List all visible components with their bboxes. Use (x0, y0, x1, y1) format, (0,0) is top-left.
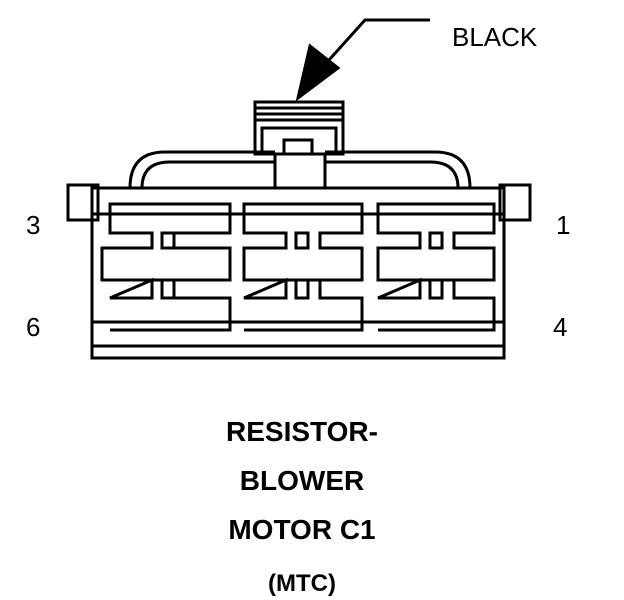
pin-label-bottom-left: 6 (26, 312, 41, 342)
pin-label-bottom-right: 4 (553, 312, 568, 342)
caption-line-2: BLOWER (239, 465, 365, 496)
caption-line-3: MOTOR C1 (228, 514, 376, 545)
left-ear (66, 183, 100, 222)
wire-leader-arrowhead (295, 43, 341, 102)
cavity-upper-3 (376, 202, 496, 282)
wire-leader-line (318, 18, 430, 72)
latch-stem (273, 152, 327, 190)
cavity-upper-1 (100, 202, 232, 282)
pin-label-top-right: 1 (556, 210, 571, 240)
cavity-lower-2 (243, 277, 364, 332)
cavity-upper-2 (242, 202, 364, 282)
lock-tab-slot (282, 138, 314, 156)
cavity-lower-3 (377, 277, 496, 332)
right-ear (498, 183, 532, 222)
wire-color-label: BLACK (452, 22, 538, 52)
caption-line-4: (MTC) (268, 570, 336, 597)
retaining-arch-outer (128, 150, 472, 189)
retaining-arch-inner (140, 160, 460, 189)
caption-line-1: RESISTOR- (226, 416, 378, 447)
connector-body (90, 186, 506, 360)
pin-label-top-left: 3 (26, 210, 41, 240)
